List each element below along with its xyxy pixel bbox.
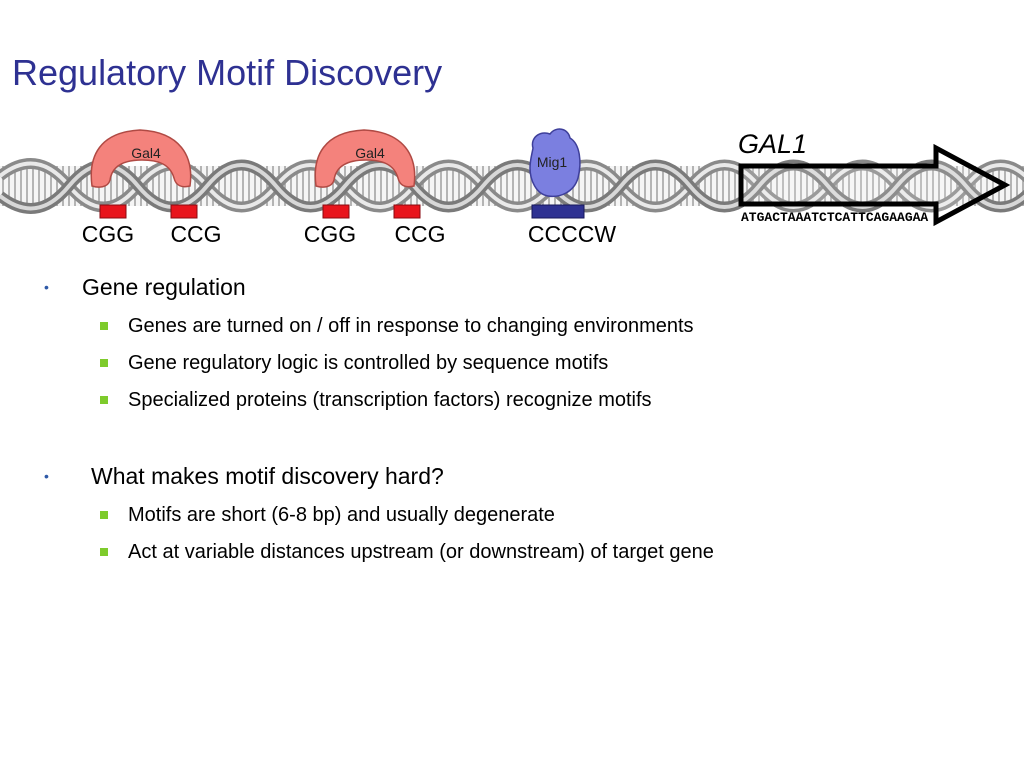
mig1-protein: Mig1: [529, 128, 581, 198]
bullet-text: What makes motif discovery hard?: [91, 463, 444, 489]
sub-bullet: Motifs are short (6-8 bp) and usually de…: [100, 504, 555, 527]
binding-site-cgg-1: [99, 204, 127, 219]
sub-bullet-text: Genes are turned on / off in response to…: [128, 315, 694, 337]
gal4-protein-shape: [314, 129, 416, 188]
dna-diagram: Gal4 Gal4 Mig1 CGG CCG CGG CCG CCCCW GAL…: [0, 128, 1024, 247]
bullet-dot-icon: •: [44, 279, 49, 295]
gene-arrow: [738, 143, 1011, 227]
sub-bullet: Specialized proteins (transcription fact…: [100, 389, 652, 412]
binding-site-cgg-2: [322, 204, 350, 219]
binding-site-ccccw: [531, 204, 585, 219]
site-label-ccccw: CCCCW: [528, 221, 616, 247]
mig1-protein-shape: [529, 128, 581, 198]
bullet-text: Gene regulation: [82, 274, 246, 300]
square-bullet-icon: [100, 548, 108, 556]
binding-site-ccg-2: [393, 204, 421, 219]
site-label-ccg-1: CCG: [170, 221, 221, 247]
square-bullet-icon: [100, 396, 108, 404]
gal4-protein-1: Gal4: [90, 129, 192, 188]
sub-bullet: Act at variable distances upstream (or d…: [100, 541, 714, 564]
sub-bullet: Gene regulatory logic is controlled by s…: [100, 352, 609, 375]
square-bullet-icon: [100, 359, 108, 367]
mig1-label: Mig1: [537, 154, 568, 170]
gal4-protein-2: Gal4: [314, 129, 416, 188]
site-label-cgg-1: CGG: [82, 221, 134, 247]
sub-bullet-text: Specialized proteins (transcription fact…: [128, 389, 652, 411]
square-bullet-icon: [100, 511, 108, 519]
sub-bullet-text: Gene regulatory logic is controlled by s…: [128, 352, 609, 374]
sub-bullet-text: Act at variable distances upstream (or d…: [128, 541, 714, 563]
gal4-label: Gal4: [131, 145, 161, 161]
site-label-cgg-2: CGG: [304, 221, 356, 247]
gal4-label: Gal4: [355, 145, 385, 161]
bullet-dot-icon: •: [44, 468, 49, 484]
bullet-gene-regulation: • Gene regulation: [44, 274, 246, 301]
square-bullet-icon: [100, 322, 108, 330]
sub-bullet-text: Motifs are short (6-8 bp) and usually de…: [128, 504, 555, 526]
gene-sequence: ATGACTAAATCTCATTCAGAAGAA: [741, 210, 928, 225]
slide-title: Regulatory Motif Discovery: [12, 52, 443, 93]
sub-bullet: Genes are turned on / off in response to…: [100, 315, 694, 338]
bullet-motif-discovery-hard: • What makes motif discovery hard?: [44, 463, 444, 490]
binding-site-ccg-1: [170, 204, 198, 219]
gal4-protein-shape: [90, 129, 192, 188]
gene-label-gal1: GAL1: [738, 129, 807, 159]
site-label-ccg-2: CCG: [394, 221, 445, 247]
